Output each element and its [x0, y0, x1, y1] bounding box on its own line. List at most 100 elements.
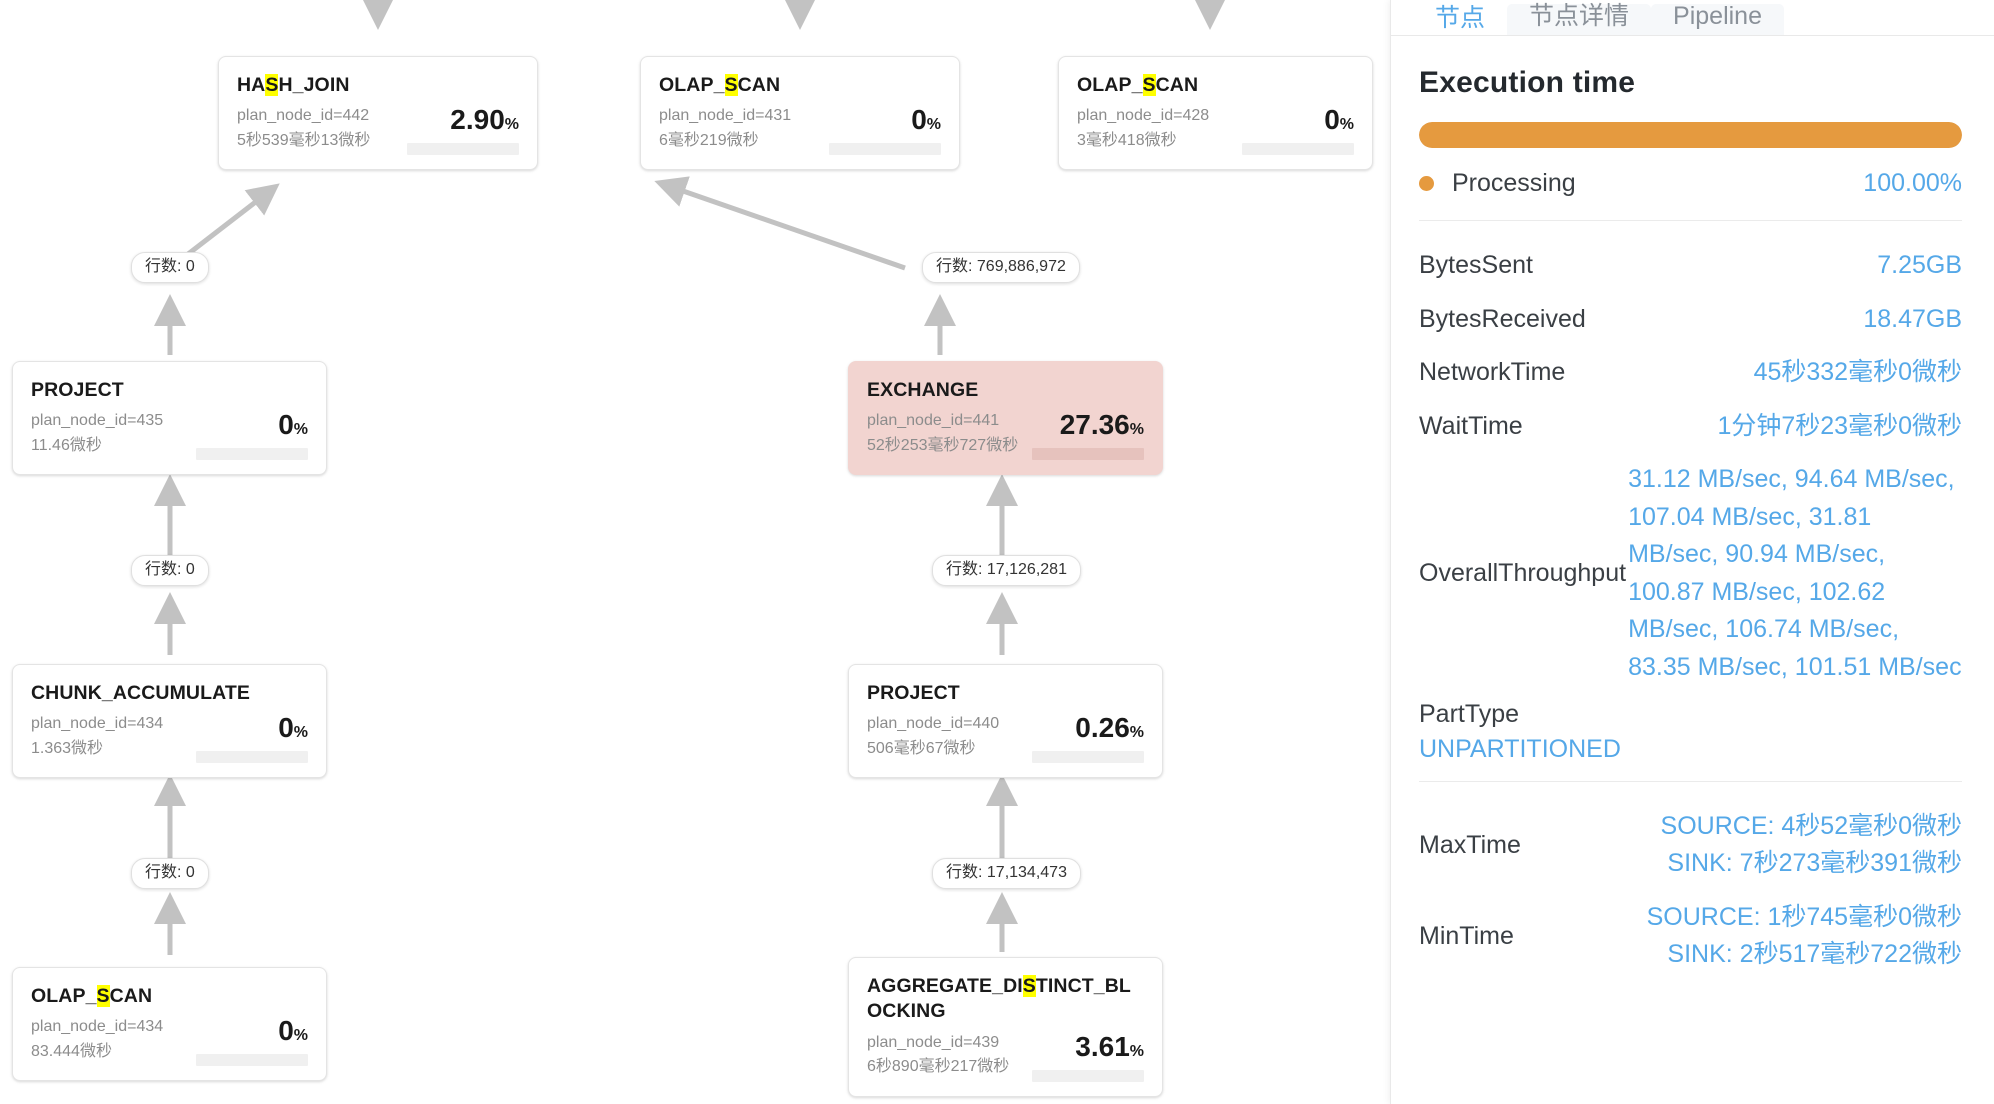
plan-node-hash-join-442[interactable]: HASH_JOIN plan_node_id=442 5秒539毫秒13微秒 2…	[218, 56, 538, 171]
metric-wait-time: WaitTime 1分钟7秒23毫秒0微秒	[1419, 400, 1962, 454]
plan-node-meta: plan_node_id=440 506毫秒67微秒	[867, 712, 999, 762]
panel-divider	[1419, 220, 1962, 221]
edge-row-count-badge: 行数: 0	[131, 252, 209, 283]
metric-bytes-received: BytesReceived 18.47GB	[1419, 293, 1962, 347]
metric-value: SOURCE: 1秒745毫秒0微秒 SINK: 2秒517毫秒722微秒	[1514, 899, 1962, 974]
search-highlight: S	[724, 74, 738, 96]
metric-max-time: MaxTime SOURCE: 4秒52毫秒0微秒 SINK: 7秒273毫秒3…	[1419, 800, 1962, 891]
plan-node-id: plan_node_id=442	[237, 107, 370, 125]
plan-node-percent-bar	[407, 143, 519, 156]
plan-node-duration: 52秒253毫秒727微秒	[867, 437, 1019, 455]
edge-row-count-badge: 行数: 0	[131, 858, 209, 889]
plan-node-meta: plan_node_id=428 3毫秒418微秒	[1077, 104, 1209, 154]
plan-node-duration: 1.363微秒	[31, 740, 104, 758]
plan-node-exchange-441[interactable]: EXCHANGE plan_node_id=441 52秒253毫秒727微秒 …	[848, 361, 1163, 476]
plan-node-chunk-accumulate-434[interactable]: CHUNK_ACCUMULATE plan_node_id=434 1.363微…	[12, 664, 327, 779]
metric-key: WaitTime	[1419, 411, 1523, 440]
plan-graph-canvas[interactable]: HASH_JOIN plan_node_id=442 5秒539毫秒13微秒 2…	[0, 0, 1390, 1104]
metric-key: BytesSent	[1419, 251, 1533, 280]
min-time-source: SOURCE: 1秒745毫秒0微秒	[1646, 902, 1962, 931]
processing-legend-row: Processing 100.00%	[1419, 166, 1962, 212]
plan-node-olap-scan-428[interactable]: OLAP_SCAN plan_node_id=428 3毫秒418微秒 0%	[1058, 56, 1373, 171]
plan-node-percent: 0%	[278, 712, 308, 744]
max-time-sink: SINK: 7秒273毫秒391微秒	[1667, 849, 1962, 877]
metric-min-time: MinTime SOURCE: 1秒745毫秒0微秒 SINK: 2秒517毫秒…	[1419, 891, 1962, 982]
metric-network-time: NetworkTime 45秒332毫秒0微秒	[1419, 346, 1962, 400]
max-time-source: SOURCE: 4秒52毫秒0微秒	[1660, 811, 1962, 840]
plan-node-percent-bar	[829, 143, 941, 156]
plan-node-duration: 83.444微秒	[31, 1043, 112, 1061]
plan-node-olap-scan-431[interactable]: OLAP_SCAN plan_node_id=431 6毫秒219微秒 0%	[640, 56, 960, 171]
metric-value: 18.47GB	[1863, 304, 1962, 333]
plan-node-title: CHUNK_ACCUMULATE	[31, 682, 250, 704]
plan-node-percent: 0%	[278, 1015, 308, 1047]
plan-node-title: OLAP_SCAN	[659, 74, 781, 96]
plan-node-project-440[interactable]: PROJECT plan_node_id=440 506毫秒67微秒 0.26%	[848, 664, 1163, 779]
node-detail-panel: 节点 节点详情 Pipeline Execution time Processi…	[1390, 0, 1994, 1104]
plan-node-meta: plan_node_id=434 83.444微秒	[31, 1015, 163, 1065]
plan-node-percent: 0.26%	[1075, 712, 1144, 744]
execution-time-progress-fill	[1419, 122, 1962, 148]
metric-key: MaxTime	[1419, 830, 1521, 859]
plan-node-duration: 3毫秒418微秒	[1077, 132, 1177, 150]
plan-node-percent-bar	[1032, 448, 1144, 461]
tab-node-detail[interactable]: 节点详情	[1507, 4, 1652, 35]
metric-value: 1分钟7秒23毫秒0微秒	[1717, 411, 1962, 440]
plan-node-percent: 0%	[278, 409, 308, 441]
plan-node-percent-bar	[1032, 1069, 1144, 1082]
plan-node-duration: 506毫秒67微秒	[867, 740, 976, 758]
plan-node-title: PROJECT	[31, 379, 124, 401]
plan-node-title: AGGREGATE_DISTINCT_BLOCKING	[867, 975, 1131, 1023]
plan-node-id: plan_node_id=428	[1077, 107, 1210, 125]
metric-value: UNPARTITIONED	[1419, 735, 1621, 763]
plan-node-project-435[interactable]: PROJECT plan_node_id=435 11.46微秒 0%	[12, 361, 327, 476]
search-highlight: S	[1022, 975, 1036, 997]
metric-bytes-sent: BytesSent 7.25GB	[1419, 239, 1962, 293]
plan-node-id: plan_node_id=439	[867, 1033, 1000, 1051]
processing-value: 100.00%	[1863, 169, 1962, 197]
search-highlight: S	[96, 985, 110, 1007]
plan-node-id: plan_node_id=440	[867, 715, 1000, 733]
plan-node-meta: plan_node_id=435 11.46微秒	[31, 409, 163, 459]
plan-node-percent-bar	[196, 1054, 308, 1067]
plan-node-percent-bar	[196, 448, 308, 461]
plan-graph-edges	[153, 0, 1227, 955]
plan-node-duration: 11.46微秒	[31, 437, 102, 455]
metric-key: BytesReceived	[1419, 304, 1586, 333]
metric-key: OverallThroughput	[1419, 559, 1627, 587]
plan-node-duration: 5秒539毫秒13微秒	[237, 132, 371, 150]
plan-node-title: OLAP_SCAN	[1077, 74, 1199, 96]
plan-node-percent: 0%	[911, 104, 941, 136]
metric-key: NetworkTime	[1419, 358, 1566, 387]
execution-time-progress	[1419, 122, 1962, 148]
panel-divider-2	[1419, 780, 1962, 782]
plan-node-duration: 6毫秒219微秒	[659, 132, 759, 150]
plan-node-title: OLAP_SCAN	[31, 985, 153, 1007]
plan-node-title: PROJECT	[867, 682, 960, 704]
plan-node-title: HASH_JOIN	[237, 74, 350, 96]
plan-node-meta: plan_node_id=441 52秒253毫秒727微秒	[867, 409, 1018, 459]
edge-row-count-badge: 行数: 17,126,281	[932, 555, 1081, 586]
processing-label: Processing	[1452, 169, 1576, 197]
panel-body: Execution time Processing 100.00% BytesS…	[1391, 36, 1994, 1104]
metric-value: SOURCE: 4秒52毫秒0微秒 SINK: 7秒273毫秒391微秒	[1521, 808, 1962, 883]
metric-value: 31.12 MB/sec, 94.64 MB/sec, 107.04 MB/se…	[1628, 465, 1962, 681]
plan-node-id: plan_node_id=431	[659, 107, 792, 125]
search-highlight: S	[265, 74, 279, 96]
plan-node-meta: plan_node_id=442 5秒539毫秒13微秒	[237, 104, 370, 154]
edge-row-count-badge: 行数: 769,886,972	[922, 252, 1080, 283]
plan-node-olap-scan-434[interactable]: OLAP_SCAN plan_node_id=434 83.444微秒 0%	[12, 967, 327, 1082]
plan-node-meta: plan_node_id=434 1.363微秒	[31, 712, 163, 762]
edge-row-count-badge: 行数: 17,134,473	[932, 858, 1081, 889]
plan-node-aggregate-distinct-blocking-439[interactable]: AGGREGATE_DISTINCT_BLOCKING plan_node_id…	[848, 957, 1163, 1097]
tab-pipeline[interactable]: Pipeline	[1651, 4, 1784, 35]
plan-node-percent: 3.61%	[1075, 1030, 1144, 1062]
plan-node-percent-bar	[1242, 143, 1354, 156]
tab-node[interactable]: 节点	[1435, 4, 1486, 32]
metric-value: 45秒332毫秒0微秒	[1753, 358, 1962, 386]
plan-node-id: plan_node_id=434	[31, 715, 164, 733]
plan-node-percent: 0%	[1324, 104, 1354, 136]
panel-tabs[interactable]: 节点 节点详情 Pipeline	[1391, 0, 1994, 36]
plan-node-id: plan_node_id=441	[867, 412, 1000, 430]
